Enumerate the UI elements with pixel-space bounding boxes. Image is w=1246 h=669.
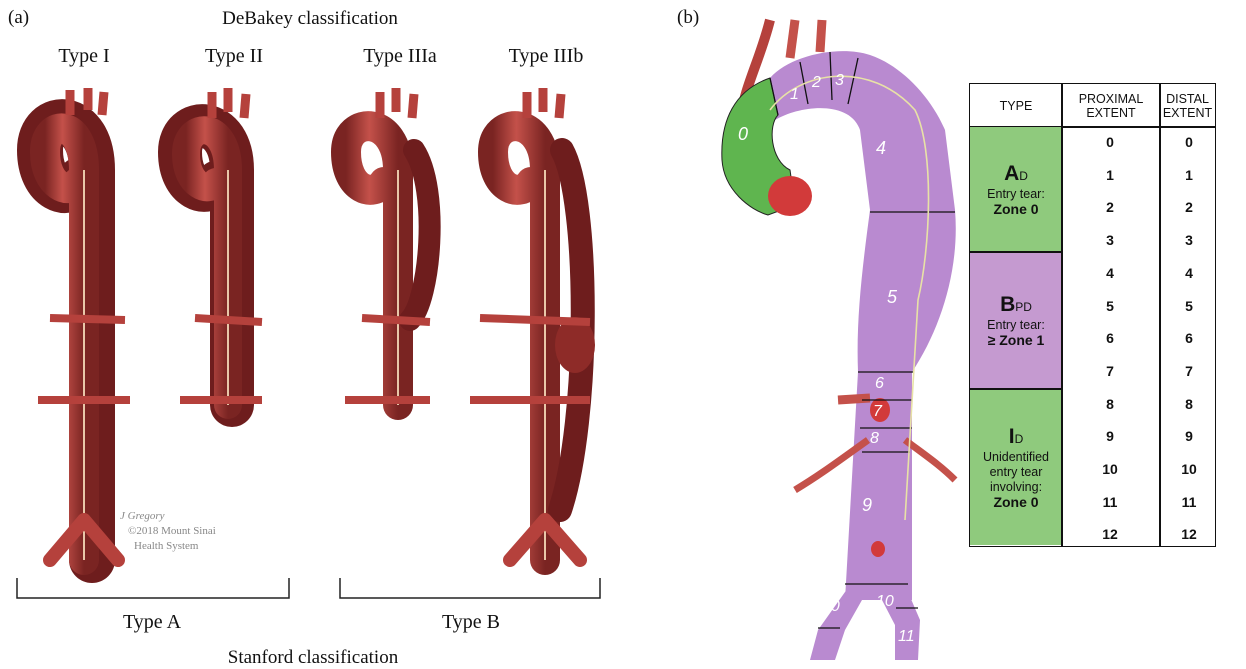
proximal-extent-12: 12 (1080, 526, 1140, 542)
stanford-title: Stanford classification (228, 647, 398, 669)
class-i-sub: D (1015, 432, 1024, 446)
class-a-line2: Zone 0 (993, 202, 1038, 217)
distal-extent-5: 5 (1159, 298, 1219, 314)
class-i-line2: Zone 0 (993, 495, 1038, 510)
proximal-extent-10: 10 (1080, 461, 1140, 477)
zone-11-right: 11 (898, 628, 915, 646)
class-a-line1: Entry tear: (987, 187, 1045, 202)
zone-5: 5 (887, 287, 897, 308)
proximal-extent-6: 6 (1080, 330, 1140, 346)
distal-extent-1: 1 (1159, 167, 1219, 183)
header-distal: DISTAL EXTENT (1160, 84, 1215, 127)
class-a-sub: D (1019, 169, 1028, 183)
proximal-extent-9: 9 (1080, 428, 1140, 444)
class-b-line2: ≥ Zone 1 (988, 333, 1045, 348)
distal-extent-6: 6 (1159, 330, 1219, 346)
zone-3: 3 (835, 72, 844, 90)
credit-line-2: ©2018 Mount Sinai (128, 525, 216, 537)
zone-11-left: 11 (795, 640, 812, 658)
distal-extent-10: 10 (1159, 461, 1219, 477)
class-b-letter: B (1000, 293, 1015, 316)
class-i: ID Unidentified entry tear involving: Zo… (970, 390, 1062, 545)
header-type: TYPE (970, 84, 1062, 127)
type-iiib-aorta (470, 88, 595, 560)
zone-7: 7 (873, 403, 882, 421)
proximal-extent-1: 1 (1080, 167, 1140, 183)
stanford-type-a: Type A (123, 611, 181, 634)
class-b-sub: PD (1015, 300, 1032, 314)
proximal-extent-2: 2 (1080, 199, 1140, 215)
proximal-extent-0: 0 (1080, 134, 1140, 150)
proximal-extent-3: 3 (1080, 232, 1140, 248)
type-a-bracket (17, 578, 289, 598)
zone-9: 9 (862, 495, 872, 516)
debakey-illustrations (0, 0, 650, 667)
distal-extent-4: 4 (1159, 265, 1219, 281)
type-iiia-aorta (345, 88, 430, 405)
type-ii-aorta (180, 88, 262, 405)
distal-extent-7: 7 (1159, 363, 1219, 379)
class-i-line1: Unidentified entry tear involving: (976, 450, 1056, 495)
distal-extent-2: 2 (1159, 199, 1219, 215)
proximal-extent-7: 7 (1080, 363, 1140, 379)
zone-1: 1 (790, 86, 799, 104)
class-b-line1: Entry tear: (987, 318, 1045, 333)
distal-extent-3: 3 (1159, 232, 1219, 248)
type-b-bracket (340, 578, 600, 598)
zone-0: 0 (738, 124, 748, 145)
class-b: BPD Entry tear: ≥ Zone 1 (970, 253, 1062, 388)
zone-4: 4 (876, 138, 886, 159)
classification-table: TYPE PROXIMAL EXTENT DISTAL EXTENT AD En… (969, 83, 1216, 547)
proximal-extent-5: 5 (1080, 298, 1140, 314)
class-i-letter: I (1009, 425, 1015, 448)
header-proximal: PROXIMAL EXTENT (1062, 84, 1160, 127)
panel-b-label: (b) (677, 7, 699, 29)
proximal-extent-8: 8 (1080, 396, 1140, 412)
stanford-type-b: Type B (442, 611, 500, 634)
zone-8: 8 (870, 430, 879, 448)
credit-line-3: Health System (134, 540, 198, 552)
zone-10-right: 10 (876, 593, 894, 611)
proximal-extent-4: 4 (1080, 265, 1140, 281)
distal-extent-12: 12 (1159, 526, 1219, 542)
class-a: AD Entry tear: Zone 0 (970, 127, 1062, 252)
class-a-letter: A (1004, 162, 1019, 185)
zone-10-left: 10 (822, 598, 840, 616)
credit-line-1: J Gregory (120, 510, 165, 522)
distal-extent-9: 9 (1159, 428, 1219, 444)
proximal-extent-11: 11 (1080, 494, 1140, 510)
type-i-aorta (38, 88, 130, 560)
distal-extent-11: 11 (1159, 494, 1219, 510)
distal-extent-0: 0 (1159, 134, 1219, 150)
zone-2: 2 (812, 74, 821, 92)
zone-6: 6 (875, 375, 884, 393)
distal-extent-8: 8 (1159, 396, 1219, 412)
